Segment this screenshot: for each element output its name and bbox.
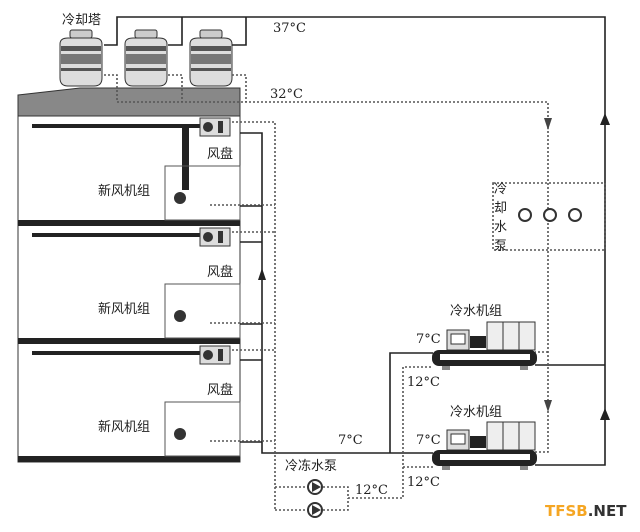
cooling-tower-icon: [189, 29, 233, 87]
cooling-tower-icon: [124, 29, 168, 87]
temp-7-label: 7°C: [416, 433, 441, 448]
building: [17, 87, 241, 463]
floor-slab: [18, 338, 240, 344]
fresh-air-unit: [164, 283, 241, 339]
cooling-pump-label-char: 水: [494, 220, 507, 235]
fan-coil-icon: [199, 345, 231, 365]
chilled-pump-icon: [307, 479, 323, 495]
chilled-pump-icon: [307, 502, 323, 518]
cooling-water-return-pipe: [104, 74, 606, 453]
fresh-air-unit-label: 新风机组: [98, 301, 150, 317]
pump-icon: [568, 208, 582, 222]
fresh-air-unit: [164, 165, 241, 221]
chiller-label: 冷水机组: [450, 405, 502, 420]
cooling-pump-label-char: 却: [494, 201, 507, 216]
fan-coil-label: 风盘: [207, 382, 233, 398]
flow-arrow-icon: [258, 268, 266, 280]
cooling-tower-icon: [59, 29, 103, 87]
logo-part1: TFSB: [545, 502, 588, 520]
air-duct: [32, 233, 200, 237]
temp-7-label: 7°C: [338, 433, 363, 448]
fresh-air-unit-label: 新风机组: [98, 419, 150, 435]
fan-coil-label: 风盘: [207, 146, 233, 162]
fresh-air-unit-label: 新风机组: [98, 183, 150, 199]
cooling-pump-label-char: 泵: [494, 239, 507, 254]
fan-icon: [174, 428, 186, 440]
chilled-water-supply-pipe: [240, 132, 433, 454]
flow-arrow-icon: [544, 118, 552, 130]
flow-arrow-icon: [600, 113, 610, 125]
fan-icon: [174, 192, 186, 204]
chiller-icon: [431, 321, 538, 371]
cooling-tower-label: 冷却塔: [62, 13, 101, 28]
flow-arrow-icon: [544, 400, 552, 412]
pump-icon: [518, 208, 532, 222]
chilled-pump-label: 冷冻水泵: [285, 458, 337, 474]
cooling-water-supply-pipe: [104, 16, 606, 466]
temp-12-label: 12°C: [407, 475, 440, 490]
chiller-icon: [431, 421, 538, 471]
temp-7-label: 7°C: [416, 332, 441, 347]
fan-coil-icon: [199, 117, 231, 137]
floor-slab: [18, 220, 240, 226]
chilled-water-return-pipe: [210, 121, 433, 511]
fan-icon: [174, 310, 186, 322]
cooling-pump-label-char: 冷: [494, 182, 507, 197]
temp-37-label: 37°C: [273, 21, 306, 36]
temp-12-label: 12°C: [407, 375, 440, 390]
air-duct: [32, 351, 200, 355]
temp-12-label: 12°C: [355, 483, 388, 498]
chiller-label: 冷水机组: [450, 304, 502, 319]
fan-coil-icon: [199, 227, 231, 247]
air-duct: [32, 124, 200, 128]
site-logo: TFSB.NET: [545, 502, 627, 520]
building-body: [17, 115, 241, 463]
floor-slab: [18, 456, 240, 462]
flow-arrow-icon: [600, 408, 610, 420]
fresh-air-unit: [164, 401, 241, 457]
fan-coil-label: 风盘: [207, 264, 233, 280]
pump-icon: [543, 208, 557, 222]
air-duct: [182, 126, 189, 190]
temp-32-label: 32°C: [270, 87, 303, 102]
cooling-water-pumps: [518, 208, 582, 222]
logo-part2: .NET: [588, 502, 627, 520]
